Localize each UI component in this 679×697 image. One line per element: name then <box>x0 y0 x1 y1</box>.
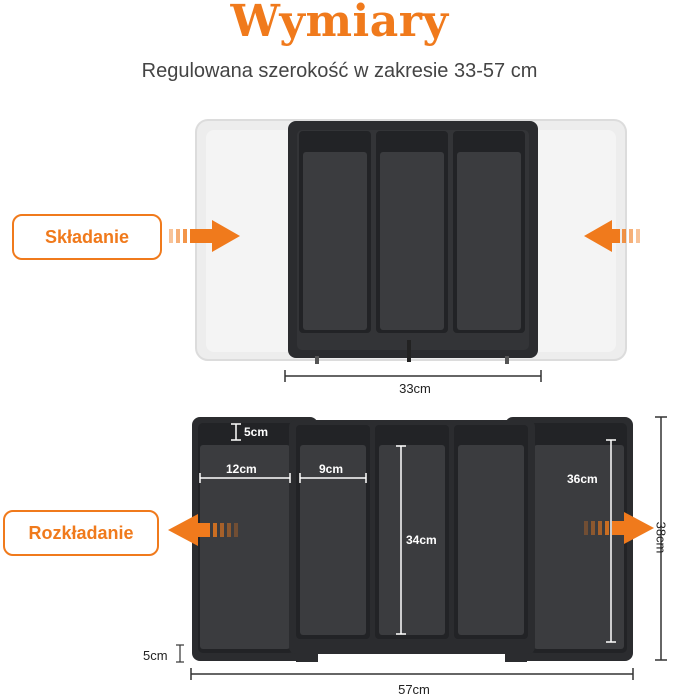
center-compartment-length-label: 34cm <box>406 533 437 547</box>
unfold-label: Rozkładanie <box>3 510 159 556</box>
unfolded-height-label: 38cm <box>653 521 669 554</box>
top-step-label: 5cm <box>244 425 269 439</box>
fold-arrow-right-icon <box>584 220 640 252</box>
unfolded-tray <box>192 417 633 662</box>
unfold-arrow-left-icon <box>168 514 238 546</box>
page-title: Wymiary <box>230 0 449 47</box>
side-step-label: 5cm <box>143 648 168 663</box>
folded-width-label: 33cm <box>399 381 431 396</box>
unfolded-width-label: 57cm <box>398 682 430 697</box>
folded-tray <box>195 119 627 382</box>
page-subtitle: Regulowana szerokość w zakresie 33-57 cm <box>141 60 538 82</box>
fold-arrow-left-icon <box>169 220 240 252</box>
fold-label: Składanie <box>12 214 162 260</box>
side-compartment-length-label: 36cm <box>567 472 598 486</box>
outer-compartment-width-label: 12cm <box>226 462 257 476</box>
inner-compartment-width-label: 9cm <box>319 462 344 476</box>
unfold-arrow-right-icon <box>584 512 654 544</box>
